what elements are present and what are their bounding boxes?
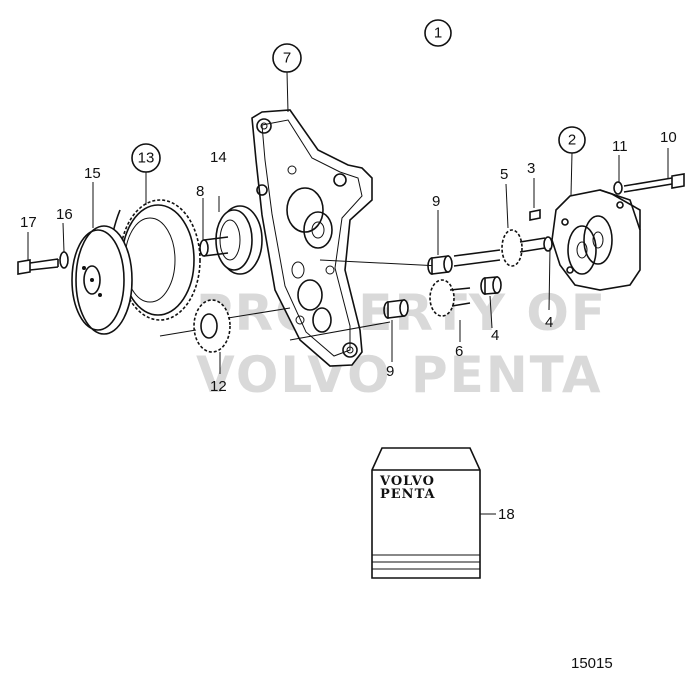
driven-gear: [429, 279, 471, 342]
callout-2-label: 2: [568, 132, 576, 149]
washer: [59, 222, 69, 269]
dowel-pin: [529, 178, 541, 221]
seal-ring: [215, 196, 263, 275]
bolt-10: [623, 148, 685, 193]
service-manual: VOLVO PENTA: [371, 447, 496, 579]
label-5: 5: [500, 166, 508, 183]
callout-7: 7: [272, 43, 302, 113]
label-11: 11: [612, 138, 628, 155]
label-17: 17: [20, 214, 37, 231]
callout-1: 1: [424, 19, 452, 47]
callout-13-label: 13: [138, 150, 155, 167]
bushing-4: [480, 276, 502, 329]
label-9-lower: 9: [386, 363, 394, 380]
callout-13: 13: [131, 143, 161, 205]
callout-1-label: 1: [434, 25, 442, 42]
label-15: 15: [84, 165, 101, 182]
stub-shaft: [199, 198, 229, 257]
label-18: 18: [498, 506, 515, 523]
bolt-17: [17, 232, 59, 275]
shaft-lines: [227, 259, 441, 341]
label-10: 10: [660, 129, 677, 146]
label-16: 16: [56, 206, 73, 223]
watermark: PROPERTY OF VOLVO PENTA: [196, 284, 605, 404]
bushing-upper: [427, 210, 453, 275]
washer-11: [613, 155, 623, 195]
gear-small: [159, 299, 231, 374]
label-4-pump: 4: [545, 314, 553, 331]
label-9-upper: 9: [432, 193, 440, 210]
pulley-hub: [71, 182, 133, 335]
manual-brand-line1: VOLVO: [379, 474, 435, 489]
label-8: 8: [196, 183, 204, 200]
label-6: 6: [455, 343, 463, 360]
label-14: 14: [210, 149, 227, 166]
callout-7-label: 7: [283, 50, 291, 67]
drive-gear-shaft: [453, 183, 553, 267]
timing-gear-cover: [251, 109, 373, 367]
bushing-lower: [383, 299, 409, 362]
manual-brand-line2: PENTA: [380, 487, 436, 502]
figure-number: 15015: [571, 655, 613, 672]
label-3: 3: [527, 160, 535, 177]
callout-2: 2: [558, 126, 586, 196]
label-4-bushing: 4: [491, 327, 499, 344]
oil-pump-housing: [548, 189, 641, 311]
watermark-line2: VOLVO PENTA: [196, 346, 603, 404]
label-12: 12: [210, 378, 227, 395]
